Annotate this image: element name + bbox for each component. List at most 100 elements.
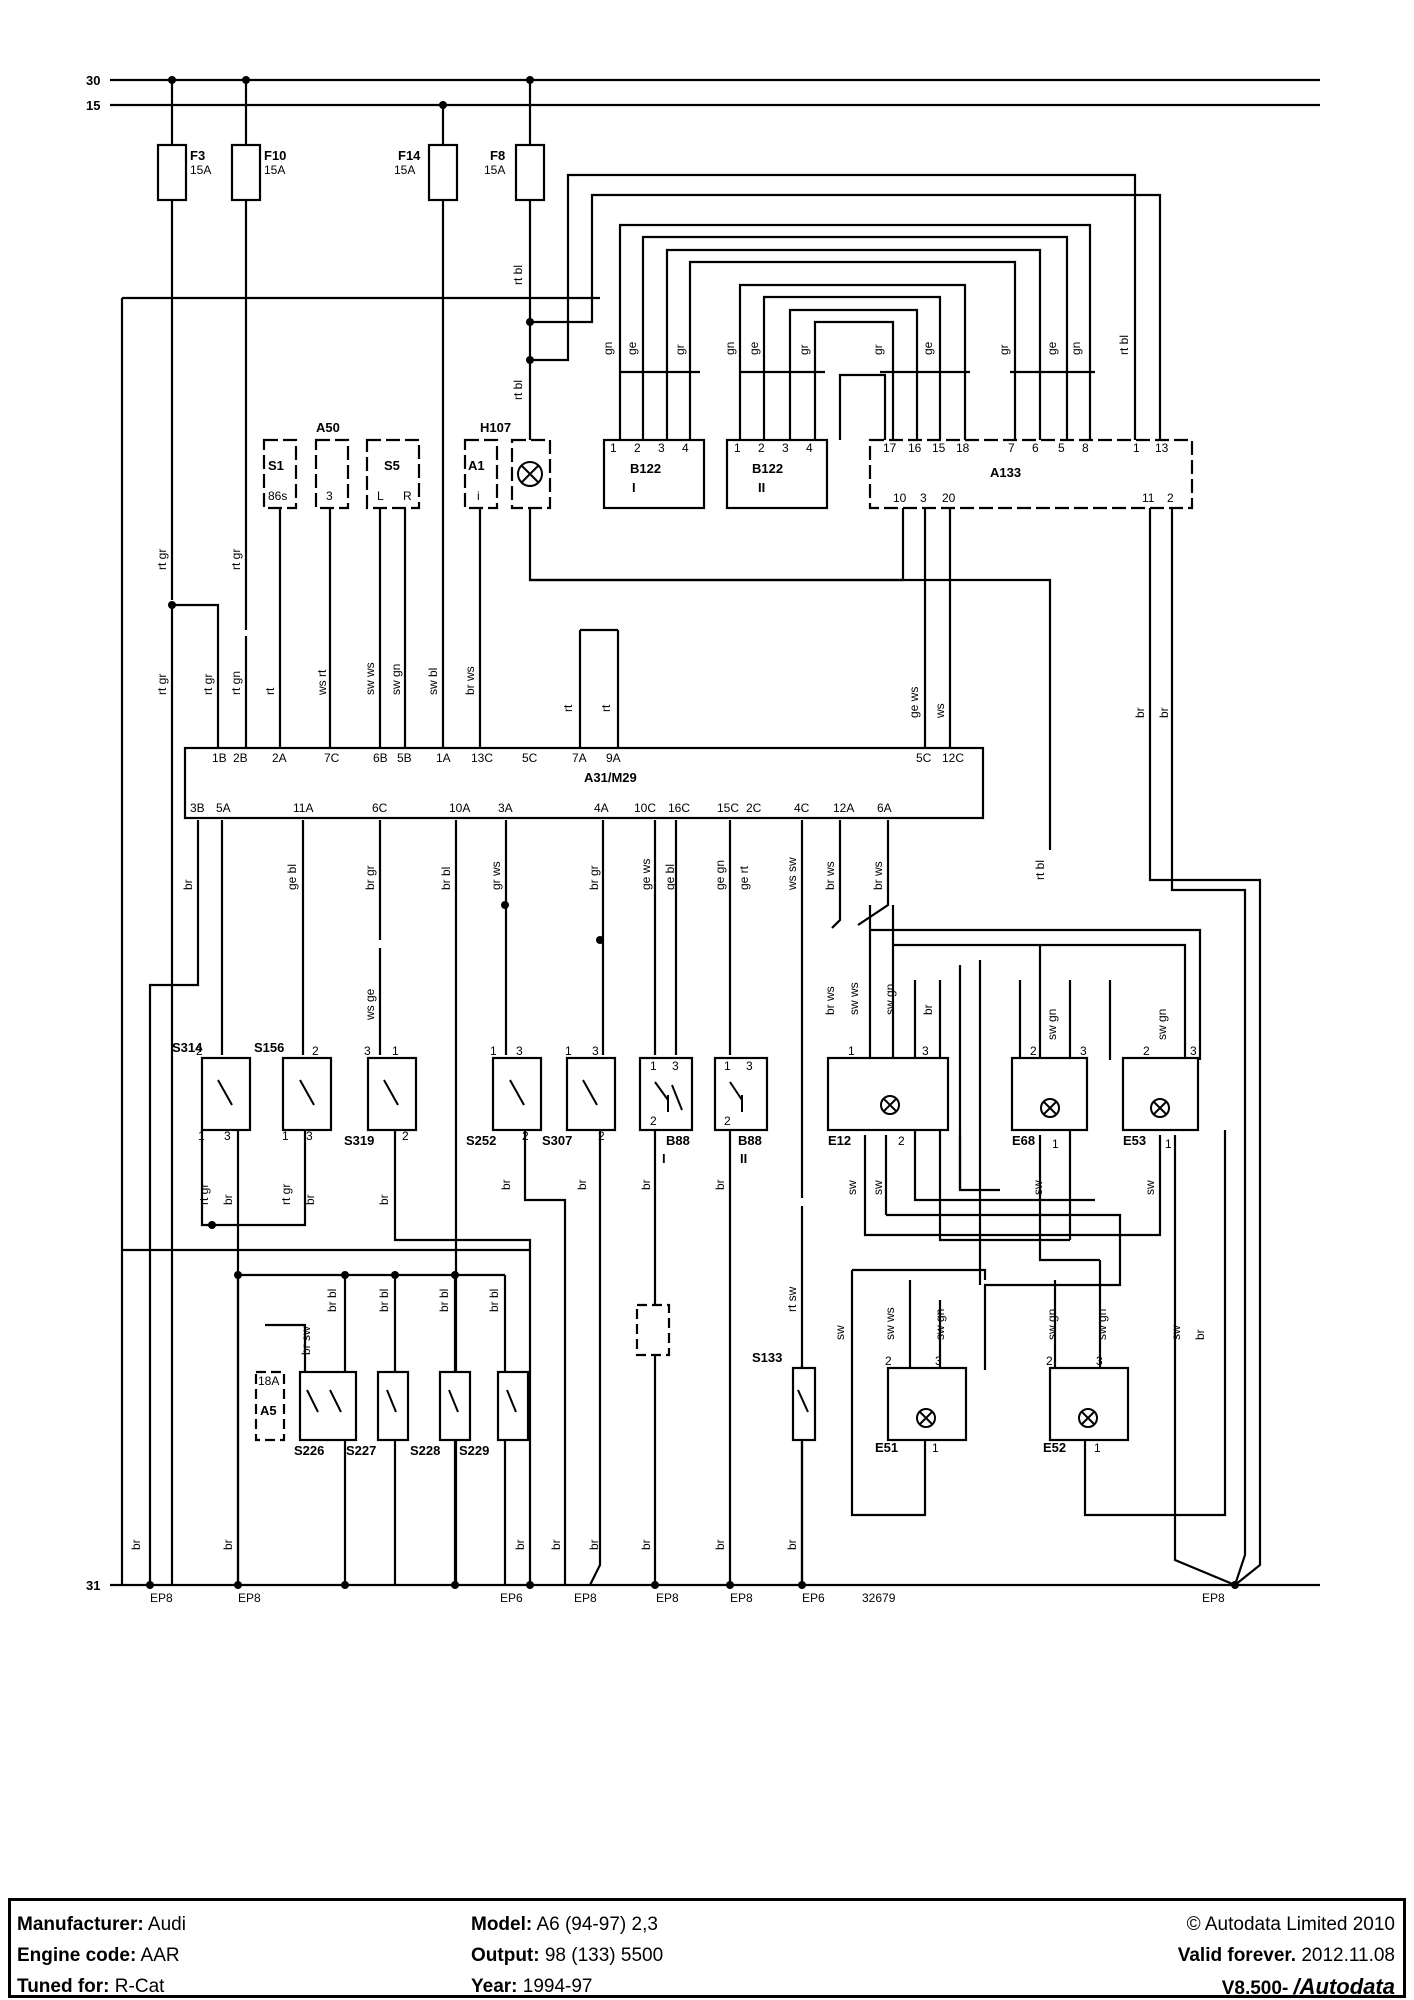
engine-code-label: Engine code: bbox=[17, 1945, 137, 1966]
a133-pin: 1 bbox=[1133, 441, 1140, 455]
manufacturer-value: Audi bbox=[147, 1914, 186, 1935]
wire-label: br bbox=[785, 1539, 799, 1550]
a133-pin: 13 bbox=[1155, 441, 1169, 455]
version-text: V8.500- bbox=[1221, 1978, 1289, 1998]
wire-label: br bbox=[575, 1179, 589, 1190]
b88-ii-label: B88 bbox=[738, 1133, 762, 1148]
switch-pin: 1 bbox=[565, 1044, 572, 1058]
a133-pin: 6 bbox=[1032, 441, 1039, 455]
a31-pin: 5C bbox=[916, 751, 932, 765]
switch-pin: 3 bbox=[746, 1059, 753, 1073]
vehicle-info-right: © Autodata Limited 2010 Valid forever. 2… bbox=[1178, 1909, 1395, 1998]
wire-label: ws ge bbox=[363, 988, 377, 1021]
wire-label: rt gr bbox=[201, 674, 215, 695]
switch-pin: 3 bbox=[935, 1354, 942, 1368]
e68-label: E68 bbox=[1012, 1133, 1035, 1148]
e51-label: E51 bbox=[875, 1440, 898, 1455]
wire-label: br bl bbox=[377, 1289, 391, 1312]
a133-pin: 2 bbox=[1167, 491, 1174, 505]
wire-label: sw ws bbox=[847, 982, 861, 1015]
wire-label: br bbox=[639, 1539, 653, 1550]
a31-pin: 5B bbox=[397, 751, 412, 765]
output-label: Output: bbox=[471, 1945, 540, 1966]
a31-pin: 6B bbox=[373, 751, 388, 765]
ground-ep8: EP8 bbox=[574, 1591, 597, 1605]
wire-label: ge bbox=[921, 341, 935, 355]
a31-pin: 1B bbox=[212, 751, 227, 765]
a133-pin: 20 bbox=[942, 491, 956, 505]
wire-label: br bbox=[377, 1194, 391, 1205]
wire-label: sw gn bbox=[389, 664, 403, 695]
switch-pin: 3 bbox=[672, 1059, 679, 1073]
a1-pin: i bbox=[477, 489, 480, 503]
manufacturer-label: Manufacturer: bbox=[17, 1914, 144, 1935]
wire-label: ge rt bbox=[737, 865, 751, 890]
s319-label: S319 bbox=[344, 1133, 374, 1148]
wire-label: sw gn bbox=[1045, 1009, 1059, 1040]
wire-label: sw gn bbox=[933, 1309, 947, 1340]
b88-i-label: B88 bbox=[666, 1133, 690, 1148]
ground-ep8: EP8 bbox=[150, 1591, 173, 1605]
wire-label: sw bbox=[1143, 1180, 1157, 1195]
a5-label: A5 bbox=[260, 1403, 277, 1418]
ground-ep8: EP8 bbox=[1202, 1591, 1225, 1605]
wire-label: rt bl bbox=[1033, 860, 1047, 880]
switch-pin: 3 bbox=[1190, 1044, 1197, 1058]
wire-label: sw bbox=[845, 1180, 859, 1195]
b122-ii-roman: II bbox=[758, 480, 765, 495]
tuned-for-label: Tuned for: bbox=[17, 1976, 110, 1997]
wire-label: ge ws bbox=[639, 859, 653, 890]
s314-label: S314 bbox=[172, 1040, 203, 1055]
ground-ep8: EP8 bbox=[238, 1591, 261, 1605]
wire-label: br bl bbox=[487, 1289, 501, 1312]
s5-pin-r: R bbox=[403, 489, 412, 503]
s1-label: S1 bbox=[268, 458, 284, 473]
wire-label: br bbox=[587, 1539, 601, 1550]
switch-pin: 3 bbox=[1096, 1354, 1103, 1368]
a31-pin: 4A bbox=[594, 801, 609, 815]
b122-i-pin: 2 bbox=[634, 441, 641, 455]
fuse-f10-rating: 15A bbox=[264, 163, 285, 177]
wire-label: br ws bbox=[463, 666, 477, 695]
a1-label: A1 bbox=[468, 458, 485, 473]
s5-label: S5 bbox=[384, 458, 400, 473]
a31-label: A31/M29 bbox=[584, 770, 637, 785]
wire-label: rt bbox=[561, 704, 575, 712]
switch-pin: 2 bbox=[196, 1044, 203, 1058]
wire-label: gn bbox=[601, 342, 615, 355]
wire-label: ge bbox=[1045, 341, 1059, 355]
s229-label: S229 bbox=[459, 1443, 489, 1458]
a31-pin: 10C bbox=[634, 801, 656, 815]
s307-label: S307 bbox=[542, 1133, 572, 1148]
s156-label: S156 bbox=[254, 1040, 284, 1055]
wire-label: rt bl bbox=[511, 380, 525, 400]
autodata-logo: /Autodata bbox=[1293, 1974, 1395, 1998]
a133-label: A133 bbox=[990, 465, 1021, 480]
a31-pin: 9A bbox=[606, 751, 621, 765]
switch-pin: 2 bbox=[885, 1354, 892, 1368]
fuse-f8-name: F8 bbox=[490, 148, 505, 163]
switch-pin: 1 bbox=[1165, 1137, 1172, 1151]
a133-pin: 15 bbox=[932, 441, 946, 455]
wire-label: br bl bbox=[437, 1289, 451, 1312]
b122-ii-pin: 2 bbox=[758, 441, 765, 455]
wire-label: ws rt bbox=[315, 669, 329, 696]
wire-label: br bbox=[921, 1004, 935, 1015]
a133-pin: 10 bbox=[893, 491, 907, 505]
wire-label: ge bl bbox=[285, 864, 299, 890]
wire-label: ge bbox=[747, 341, 761, 355]
fuse-f14-name: F14 bbox=[398, 148, 421, 163]
a31-pin: 10A bbox=[449, 801, 470, 815]
a31-pin: 16C bbox=[668, 801, 690, 815]
b88-i-roman: I bbox=[662, 1151, 666, 1166]
switch-pin: 1 bbox=[1052, 1137, 1059, 1151]
wire-label: br ws bbox=[823, 986, 837, 1015]
wire-label: gr bbox=[871, 344, 885, 355]
switch-pin: 2 bbox=[598, 1129, 605, 1143]
ground-ep8: EP8 bbox=[730, 1591, 753, 1605]
s5-pin-l: L bbox=[377, 489, 384, 503]
wire-label: gr bbox=[797, 344, 811, 355]
a133-pin: 8 bbox=[1082, 441, 1089, 455]
wire-label: sw gn bbox=[1045, 1309, 1059, 1340]
wire-label: br bbox=[713, 1539, 727, 1550]
